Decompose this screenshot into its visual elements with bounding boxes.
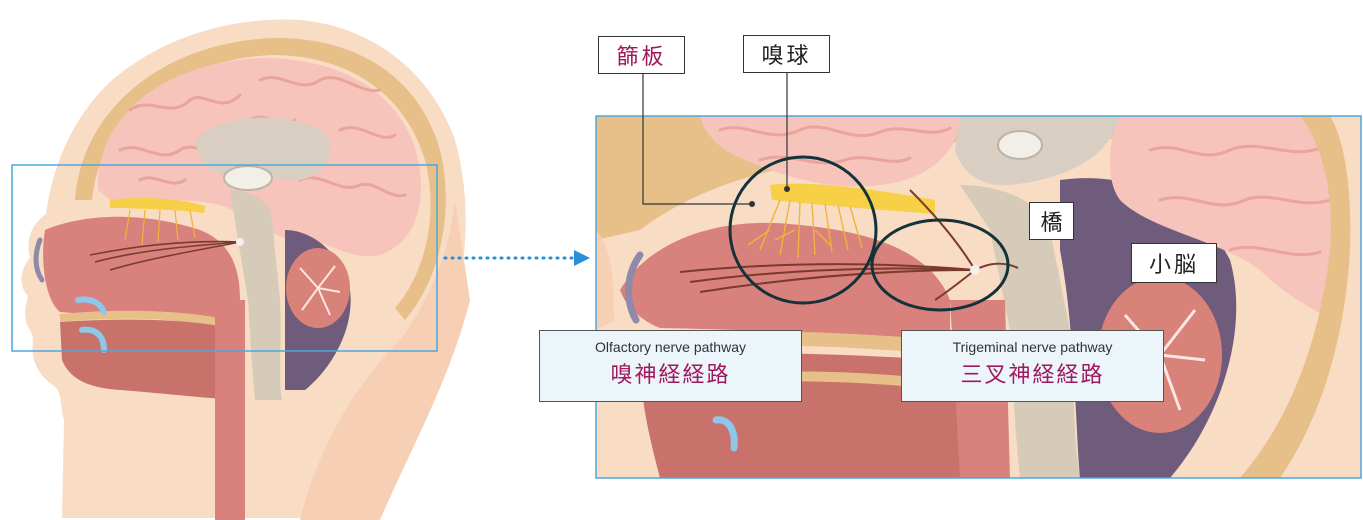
pons-label: 橋: [1029, 202, 1074, 240]
trigeminal-pathway-jp: 三叉神経経路: [902, 357, 1163, 389]
head-illustration: [22, 20, 471, 520]
olfactory-bulb-label: 嗅球: [743, 35, 830, 73]
zoomed-illustration: [596, 116, 1361, 478]
olfactory-pathway-jp: 嗅神経経路: [540, 357, 801, 389]
cribriform-plate-label: 篩板: [598, 36, 685, 74]
zoom-arrow: [445, 250, 590, 266]
olfactory-pathway-box: Olfactory nerve pathway 嗅神経経路: [539, 330, 802, 402]
cerebellum-label: 小脳: [1131, 243, 1217, 283]
olfactory-pathway-en: Olfactory nerve pathway: [540, 339, 801, 355]
trigeminal-pathway-box: Trigeminal nerve pathway 三叉神経経路: [901, 330, 1164, 402]
trigeminal-pathway-en: Trigeminal nerve pathway: [902, 339, 1163, 355]
